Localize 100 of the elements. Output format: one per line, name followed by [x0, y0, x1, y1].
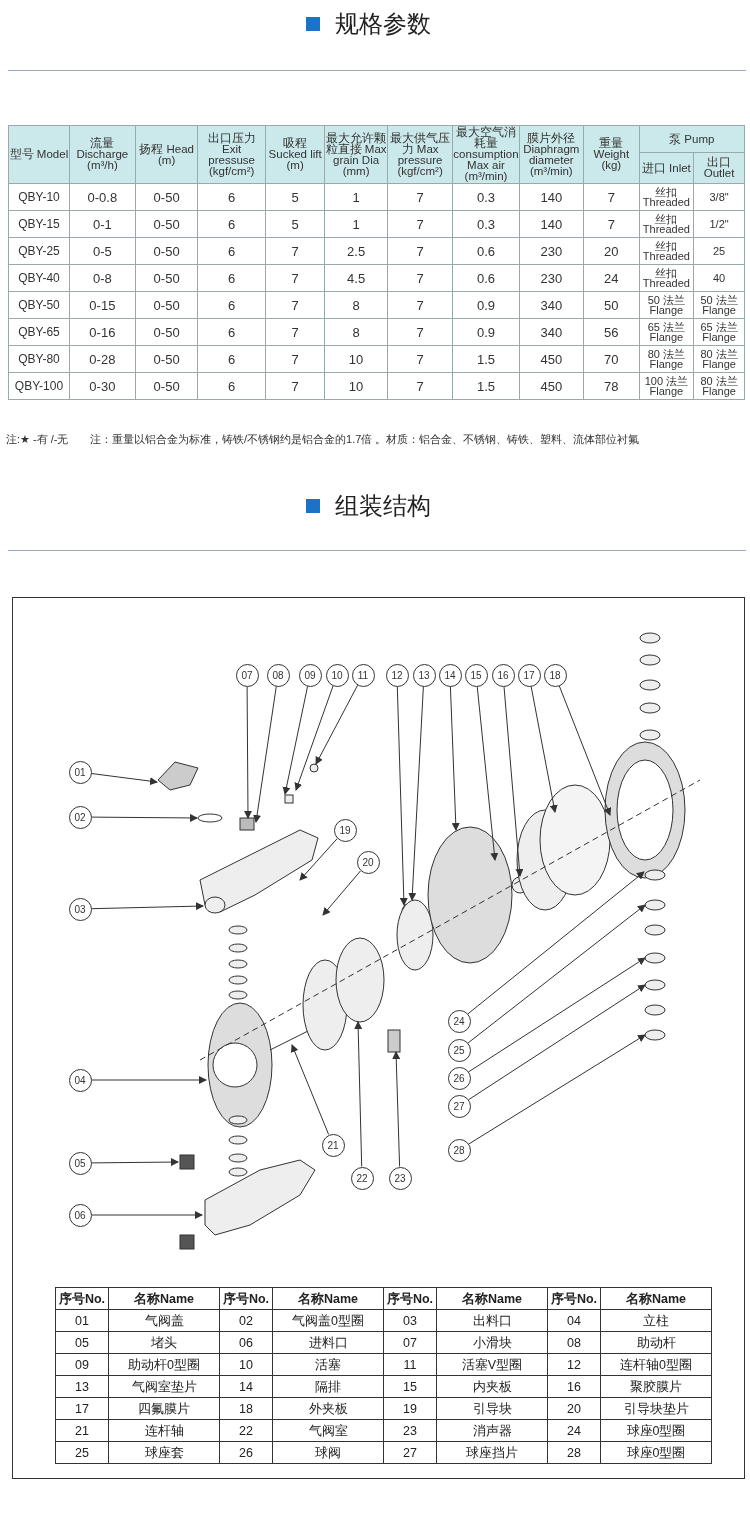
table-cell: 15 [383, 1375, 437, 1398]
table-cell: 09 [55, 1353, 109, 1376]
table-cell: 230 [519, 264, 584, 292]
table-cell: 05 [55, 1331, 109, 1354]
table-cell: 0-50 [135, 264, 198, 292]
callout-number: 09 [298, 663, 322, 687]
table-cell: 6 [197, 372, 266, 400]
leader-line [467, 871, 645, 1015]
header-cell: 吸程 Sucked lift (m) [265, 125, 325, 184]
note: 注：重量以铝合金为标准，铸铁/不锈钢约是铝合金的1.7倍 。材质：铝合金、不锈钢、铸铁、塑料、流体部位衬氟 [90, 432, 640, 447]
table-cell: 7 [265, 237, 325, 265]
header-cell: 序号No. [547, 1287, 601, 1310]
leader-line [392, 1051, 401, 1167]
section-heading: 规格参数 [335, 9, 431, 39]
table-cell: QBY-40 [8, 264, 70, 292]
table-cell: 01 [55, 1309, 109, 1332]
table-cell: 18 [219, 1397, 273, 1420]
table-cell: 0.9 [452, 318, 520, 346]
table-cell: 56 [583, 318, 640, 346]
table-cell: 80 法兰Flange [693, 372, 745, 400]
header-cell: 泵 Pump [639, 125, 745, 153]
callout-number: 01 [68, 760, 92, 784]
table-cell: 进料口 [272, 1331, 384, 1354]
table-cell: 1 [324, 183, 388, 211]
table-cell: 7 [387, 372, 453, 400]
table-cell: 50 法兰Flange [693, 291, 745, 319]
callout-number: 18 [543, 663, 567, 687]
table-cell: 22 [219, 1419, 273, 1442]
table-cell: 340 [519, 318, 584, 346]
table-cell: 丝扣 Threaded [639, 183, 694, 211]
leader-line [282, 685, 309, 795]
table-cell: 0.6 [452, 264, 520, 292]
table-cell: 7 [387, 291, 453, 319]
table-cell: 0-16 [69, 318, 136, 346]
table-cell: 25 [55, 1441, 109, 1464]
table-cell: 0-1 [69, 210, 136, 238]
table-cell: 50 [583, 291, 640, 319]
table-cell: 1/2" [693, 210, 745, 238]
header-cell: 进口 Inlet [639, 152, 694, 184]
callout-number: 17 [517, 663, 541, 687]
leader-line [91, 902, 204, 911]
table-cell: 20 [547, 1397, 601, 1420]
table-cell: 7 [265, 345, 325, 373]
table-cell: QBY-100 [8, 372, 70, 400]
table-cell: 0-50 [135, 318, 198, 346]
table-cell: 球阀 [272, 1441, 384, 1464]
leader-line [294, 685, 334, 791]
leader-line [468, 984, 646, 1101]
table-cell: 引导块 [436, 1397, 548, 1420]
table-cell: 24 [547, 1419, 601, 1442]
leader-line [299, 838, 338, 881]
table-cell: 内夹板 [436, 1375, 548, 1398]
callout-number: 07 [235, 663, 259, 687]
header-cell: 出口压力 Exit pressuse (kgf/cm²) [197, 125, 266, 184]
table-cell: 气阀室垫片 [108, 1375, 220, 1398]
table-cell: 球座套 [108, 1441, 220, 1464]
table-cell: 6 [197, 291, 266, 319]
header-cell: 序号No. [55, 1287, 109, 1310]
header-cell: 最大允许颗粒直接 Max grain Dia (mm) [324, 125, 388, 184]
table-cell: 0.9 [452, 291, 520, 319]
table-cell: 2.5 [324, 237, 388, 265]
header-cell: 最大供气压力 Max pressure (kgf/cm²) [387, 125, 453, 184]
table-cell: 连杆轴0型圈 [600, 1353, 712, 1376]
leader-line [315, 684, 359, 765]
table-cell: 7 [265, 264, 325, 292]
table-cell: 80 法兰Flange [639, 345, 694, 373]
leader-line [91, 1076, 207, 1084]
section-heading: 组装结构 [335, 491, 431, 521]
header-cell: 序号No. [219, 1287, 273, 1310]
callout-number: 12 [385, 663, 409, 687]
callout-number: 04 [68, 1068, 92, 1092]
table-cell: 丝扣 Threaded [639, 210, 694, 238]
table-cell: 0.3 [452, 210, 520, 238]
table-cell: 16 [547, 1375, 601, 1398]
leader-line [322, 870, 362, 916]
leader-line [91, 1158, 179, 1167]
table-cell: 7 [265, 291, 325, 319]
table-cell: QBY-50 [8, 291, 70, 319]
table-cell: 07 [383, 1331, 437, 1354]
table-cell: 球座0型圈 [600, 1441, 712, 1464]
table-cell: 7 [265, 372, 325, 400]
table-cell: 23 [383, 1419, 437, 1442]
callout-number: 02 [68, 805, 92, 829]
note: 注:★ -有 /-无 [6, 432, 69, 447]
table-cell: 6 [197, 318, 266, 346]
table-cell: 7 [583, 210, 640, 238]
callout-number: 28 [447, 1138, 471, 1162]
header-cell: 名称Name [272, 1287, 384, 1310]
table-cell: 340 [519, 291, 584, 319]
table-cell: 出料口 [436, 1309, 548, 1332]
table-cell: 0-30 [69, 372, 136, 400]
table-cell: 6 [197, 210, 266, 238]
callout-number: 25 [447, 1038, 471, 1062]
table-cell: 17 [55, 1397, 109, 1420]
leader-line [396, 686, 408, 906]
table-cell: 6 [197, 264, 266, 292]
leader-line [530, 685, 558, 813]
table-cell: 50 法兰Flange [639, 291, 694, 319]
leader-line [449, 686, 460, 831]
callout-number: 08 [266, 663, 290, 687]
